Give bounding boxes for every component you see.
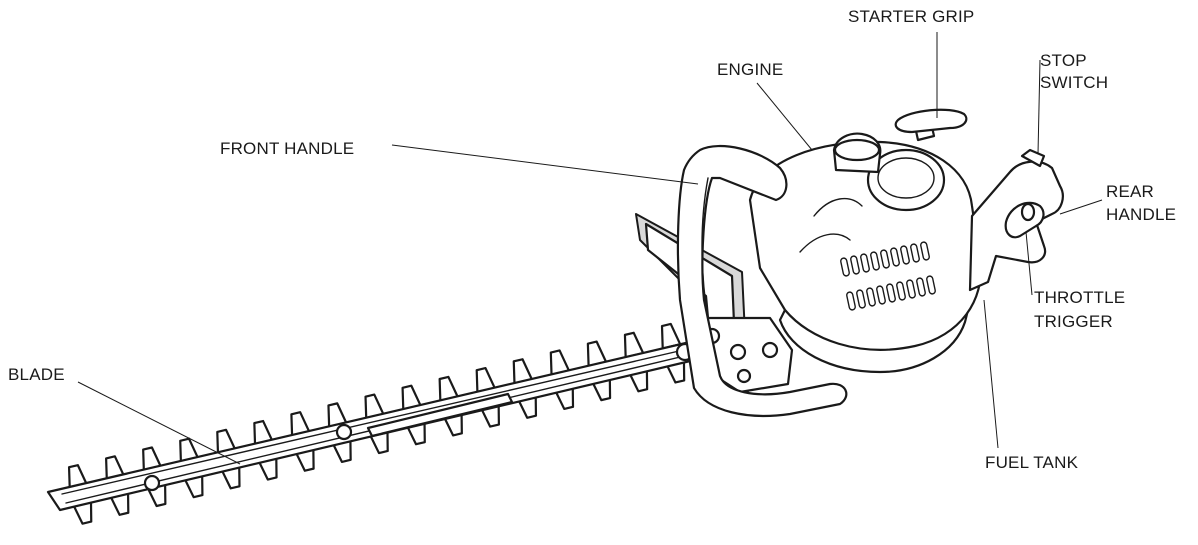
leader-engine — [756, 82, 813, 151]
label-stop-switch-line1: STOP — [1040, 51, 1087, 70]
front-handle-illustration — [676, 144, 848, 417]
rear-handle-illustration — [968, 148, 1064, 292]
label-fuel-tank: FUEL TANK — [985, 453, 1079, 472]
label-starter-grip: STARTER GRIP — [848, 7, 974, 26]
label-rear-handle-line1: REAR — [1106, 182, 1154, 201]
starter-grip-illustration — [894, 108, 968, 142]
label-engine: ENGINE — [717, 60, 783, 79]
leader-blade — [77, 381, 241, 465]
leader-throttle-trigger — [1025, 231, 1033, 296]
leader-front-handle — [391, 144, 699, 185]
labels: STARTER GRIP ENGINE STOP SWITCH FRONT HA… — [8, 7, 1176, 472]
leader-fuel-tank — [983, 299, 999, 449]
leader-lines — [77, 32, 1103, 465]
engine-illustration — [748, 132, 982, 374]
label-blade: BLADE — [8, 365, 65, 384]
label-throttle-trigger-line1: THROTTLE — [1034, 288, 1125, 307]
label-front-handle: FRONT HANDLE — [220, 139, 354, 158]
blade-illustration — [46, 322, 705, 525]
leader-rear-handle — [1059, 199, 1103, 215]
leader-stop-switch — [1037, 59, 1041, 155]
label-stop-switch-line2: SWITCH — [1040, 73, 1108, 92]
label-throttle-trigger-line2: TRIGGER — [1034, 312, 1113, 331]
label-rear-handle-line2: HANDLE — [1106, 205, 1176, 224]
